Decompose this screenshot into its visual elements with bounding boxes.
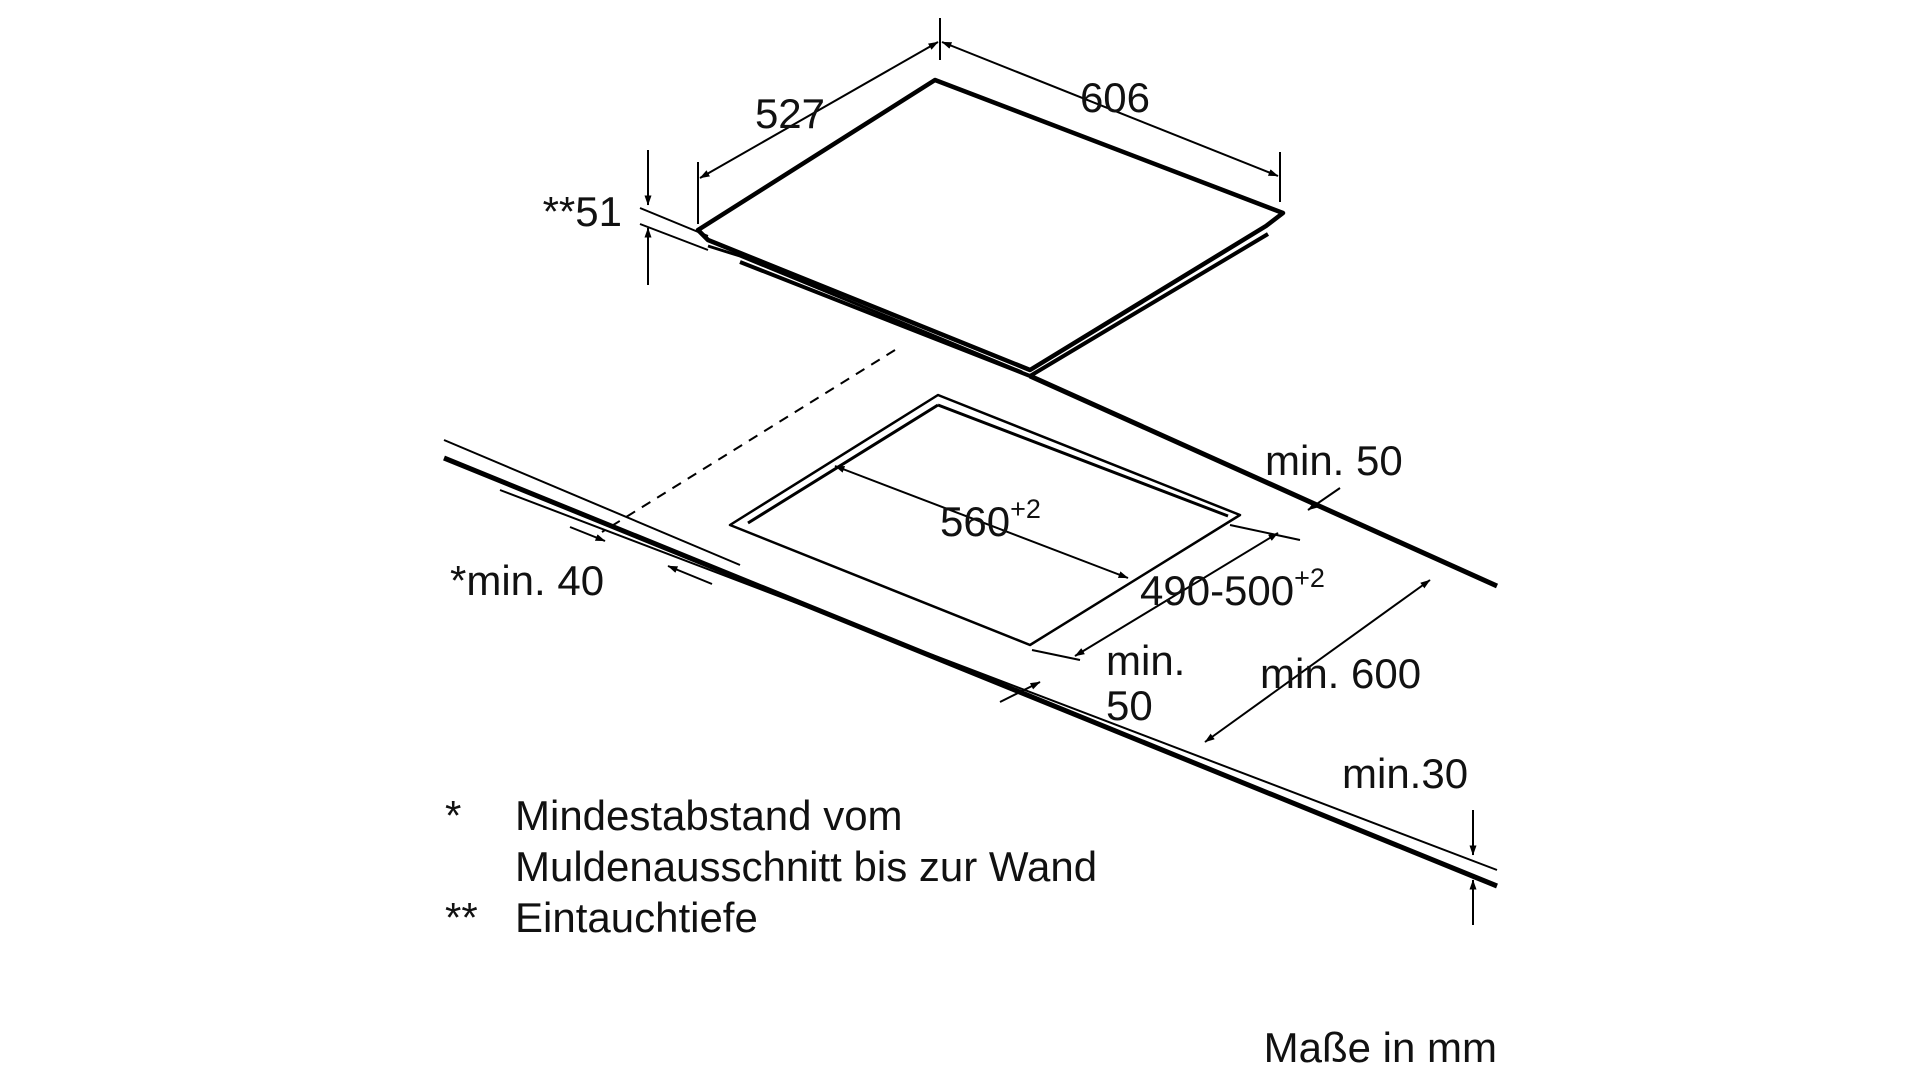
dimension-cutout-width: 560+2	[834, 465, 1129, 579]
dimension-immersion-depth: **51	[543, 150, 709, 285]
hob-body-bottom	[739, 232, 1270, 379]
dimension-back-edge: min. 50	[1265, 437, 1403, 511]
cutout-depth-value: 490-500	[1140, 567, 1294, 614]
cutout-depth-tolerance: +2	[1294, 563, 1325, 593]
label-hob-width: 606	[1080, 74, 1150, 121]
label-immersion-depth: **51	[543, 188, 622, 235]
dimension-worktop-thickness: min.30	[1342, 750, 1477, 925]
dimension-front-edge: min. 50	[999, 637, 1185, 729]
dimension-hob-depth: 527	[697, 18, 941, 224]
label-cutout-width: 560+2	[940, 494, 1041, 545]
wall-distance-value: min. 40	[466, 557, 604, 604]
arrow-cutout-depth	[1074, 532, 1279, 657]
projection-line	[601, 349, 896, 533]
label-cutout-depth: 490-500+2	[1140, 563, 1325, 614]
footnotes: * Mindestabstand vom Muldenausschnitt bi…	[445, 792, 1097, 941]
note-1-mark: *	[445, 792, 461, 839]
arrow-wall-right	[667, 565, 713, 585]
worktop-right-edge	[1028, 373, 1499, 589]
immersion-depth-value: 51	[575, 188, 622, 235]
arrow-worktop-depth	[1204, 579, 1431, 743]
dimension-hob-width: 606	[941, 41, 1281, 202]
arrow-hob-width	[941, 41, 1279, 177]
immersion-depth-mark: **	[543, 188, 576, 235]
cutout	[728, 393, 1242, 647]
note-2-mark: **	[445, 894, 478, 941]
label-hob-depth: 527	[755, 90, 825, 137]
label-worktop-depth: min. 600	[1260, 650, 1421, 697]
dimension-worktop-depth: min. 600	[1204, 579, 1431, 743]
note-2-line-1: Eintauchtiefe	[515, 894, 758, 941]
cutout-inner	[747, 403, 1229, 525]
note-1-line-2: Muldenausschnitt bis zur Wand	[515, 843, 1097, 890]
worktop-back-line	[443, 439, 741, 566]
cutout-outer	[728, 393, 1242, 647]
hob-underside	[707, 244, 1023, 374]
units-note: Maße in mm	[1264, 1024, 1497, 1071]
label-front-edge-line2: 50	[1106, 682, 1153, 729]
worktop-edge-front	[499, 489, 1498, 871]
label-worktop-thickness: min.30	[1342, 750, 1468, 797]
label-front-edge-line1: min.	[1106, 637, 1185, 684]
arrow-wall-left	[569, 526, 606, 542]
worktop	[443, 373, 1499, 889]
worktop-top-front	[443, 455, 1498, 889]
hob-front-edge	[707, 224, 1267, 372]
arrow-hob-depth	[699, 41, 939, 179]
label-back-edge: min. 50	[1265, 437, 1403, 484]
cutout-width-tolerance: +2	[1010, 494, 1041, 524]
dimension-wall-distance: *min. 40	[450, 526, 713, 604]
label-wall-distance: *min. 40	[450, 557, 604, 604]
cutout-width-value: 560	[940, 498, 1010, 545]
arrow-back-edge	[1307, 487, 1341, 511]
arrow-front-edge	[999, 681, 1041, 703]
note-1-line-1: Mindestabstand vom	[515, 792, 903, 839]
wall-distance-mark: *	[450, 557, 466, 604]
